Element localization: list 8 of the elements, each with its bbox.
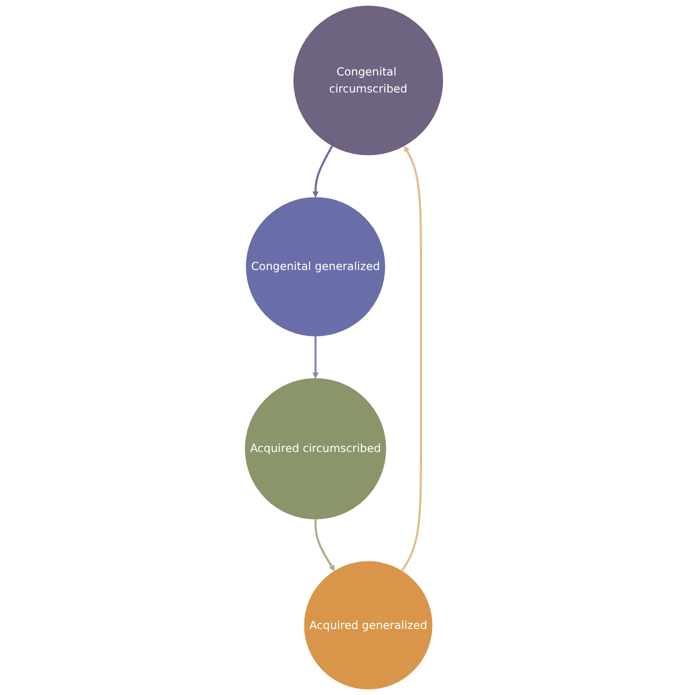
- node-circle: Acquired generalized: [304, 561, 432, 690]
- arrow: [312, 336, 319, 378]
- arrow: [314, 519, 335, 572]
- node-circle: Congenital circumscribed: [293, 6, 444, 156]
- node-circle: Congenital generalized: [246, 197, 386, 336]
- node-circle: Acquired circumscribed: [244, 378, 386, 520]
- arrow: [401, 146, 422, 572]
- arrow: [312, 146, 334, 198]
